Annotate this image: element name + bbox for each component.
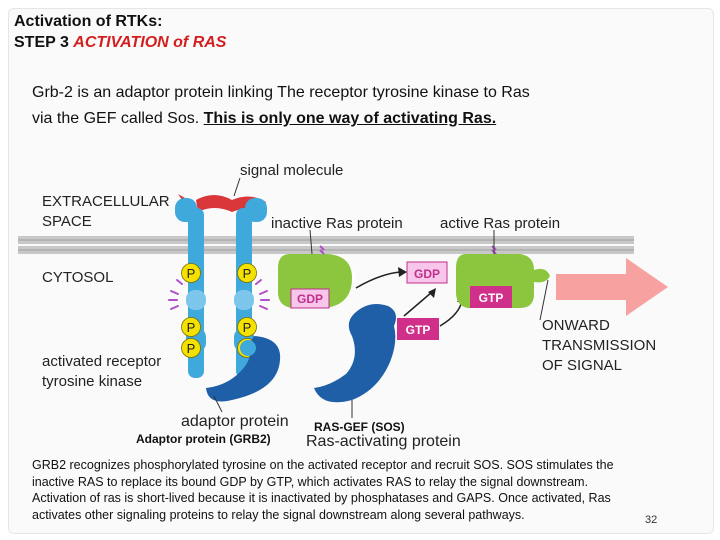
label-extracellular-1: EXTRACELLULAR xyxy=(42,193,170,210)
phospho-label: P xyxy=(243,320,252,335)
body-line-3: Activation of ras is short-lived because… xyxy=(32,491,611,505)
label-signal-molecule: signal molecule xyxy=(240,162,343,179)
adaptor-protein-shape xyxy=(206,336,281,402)
label-adaptor-protein: adaptor protein xyxy=(181,413,289,430)
inactive-ras-pointer-line xyxy=(309,229,313,255)
adaptor-pocket xyxy=(240,340,256,356)
phosphate-circle xyxy=(237,317,257,337)
gtp-label: GTP xyxy=(479,291,504,305)
adaptor-pointer-line xyxy=(213,395,223,413)
gdp-box-inactive xyxy=(290,288,330,309)
label-extracellular-2: SPACE xyxy=(42,213,92,230)
phospho-label: P xyxy=(187,341,196,356)
label-activated-receptor-2: tyrosine kinase xyxy=(42,373,142,390)
body-line-2: inactive RAS to replace its bound GDP by… xyxy=(32,474,589,489)
inactive-ras-shape: GDP xyxy=(278,254,356,309)
label-inactive-ras: inactive Ras protein xyxy=(271,215,403,232)
gdp-label: GDP xyxy=(414,267,440,281)
gdp-label: GDP xyxy=(297,292,323,306)
caption-adaptor-grb2: Adaptor protein (GRB2) xyxy=(136,432,271,446)
phospho-label: P xyxy=(187,320,196,335)
body-line-1: GRB2 recognizes phosphorylated tyrosine … xyxy=(32,458,614,472)
intro-line-2: via the GEF called Sos. This is only one… xyxy=(32,110,496,128)
label-active-ras: active Ras protein xyxy=(440,215,560,232)
active-ras-shape: GTP xyxy=(456,254,550,308)
gtp-label: GTP xyxy=(406,323,431,337)
caption-ras-gef-sos: RAS-GEF (SOS) xyxy=(314,420,405,434)
phosphate-circle xyxy=(181,338,201,358)
onward-arrow xyxy=(556,258,668,316)
intro-prefix: via the GEF called Sos. xyxy=(32,110,204,127)
intro-line-1: Grb-2 is an adaptor protein linking The … xyxy=(32,84,530,101)
ras-activating-protein-shape xyxy=(314,304,396,403)
ras-activation-diagram: P P P P P P GDP xyxy=(18,162,668,450)
slide-title-line-1: Activation of RTKs: xyxy=(14,13,163,30)
label-cytosol: CYTOSOL xyxy=(42,269,113,286)
body-line-4: activates other signaling proteins to re… xyxy=(32,507,525,522)
label-onward-1: ONWARD xyxy=(542,317,610,334)
slide-title-line-2: STEP 3 ACTIVATION of RAS xyxy=(14,34,226,52)
body-paragraph: GRB2 recognizes phosphorylated tyrosine … xyxy=(32,457,692,523)
intro-underlined: This is only one way of activating Ras. xyxy=(203,110,497,127)
phosphate-circle xyxy=(237,263,257,283)
slide-frame xyxy=(8,8,714,534)
phospho-label: P xyxy=(243,266,252,281)
signal-pointer-line xyxy=(233,177,241,197)
gdp-box-released xyxy=(406,261,448,284)
label-onward-2: TRANSMISSION xyxy=(542,337,656,354)
slide-number: 32 xyxy=(645,514,658,526)
onward-pointer-line xyxy=(539,279,549,321)
gtp-box-incoming xyxy=(397,318,439,340)
activation-sparks xyxy=(168,279,270,310)
label-activated-receptor-1: activated receptor xyxy=(42,353,161,370)
phosphate-circle xyxy=(181,317,201,337)
gtp-box-bound xyxy=(470,286,512,308)
plasma-membrane xyxy=(18,236,634,254)
label-ras-activating-protein: Ras-activating protein xyxy=(306,433,461,450)
label-onward-3: OF SIGNAL xyxy=(542,357,622,374)
title-highlight: ACTIVATION of RAS xyxy=(73,34,227,51)
phospho-label: P xyxy=(187,266,196,281)
title-prefix: STEP 3 xyxy=(14,34,74,51)
phosphate-circle xyxy=(181,263,201,283)
